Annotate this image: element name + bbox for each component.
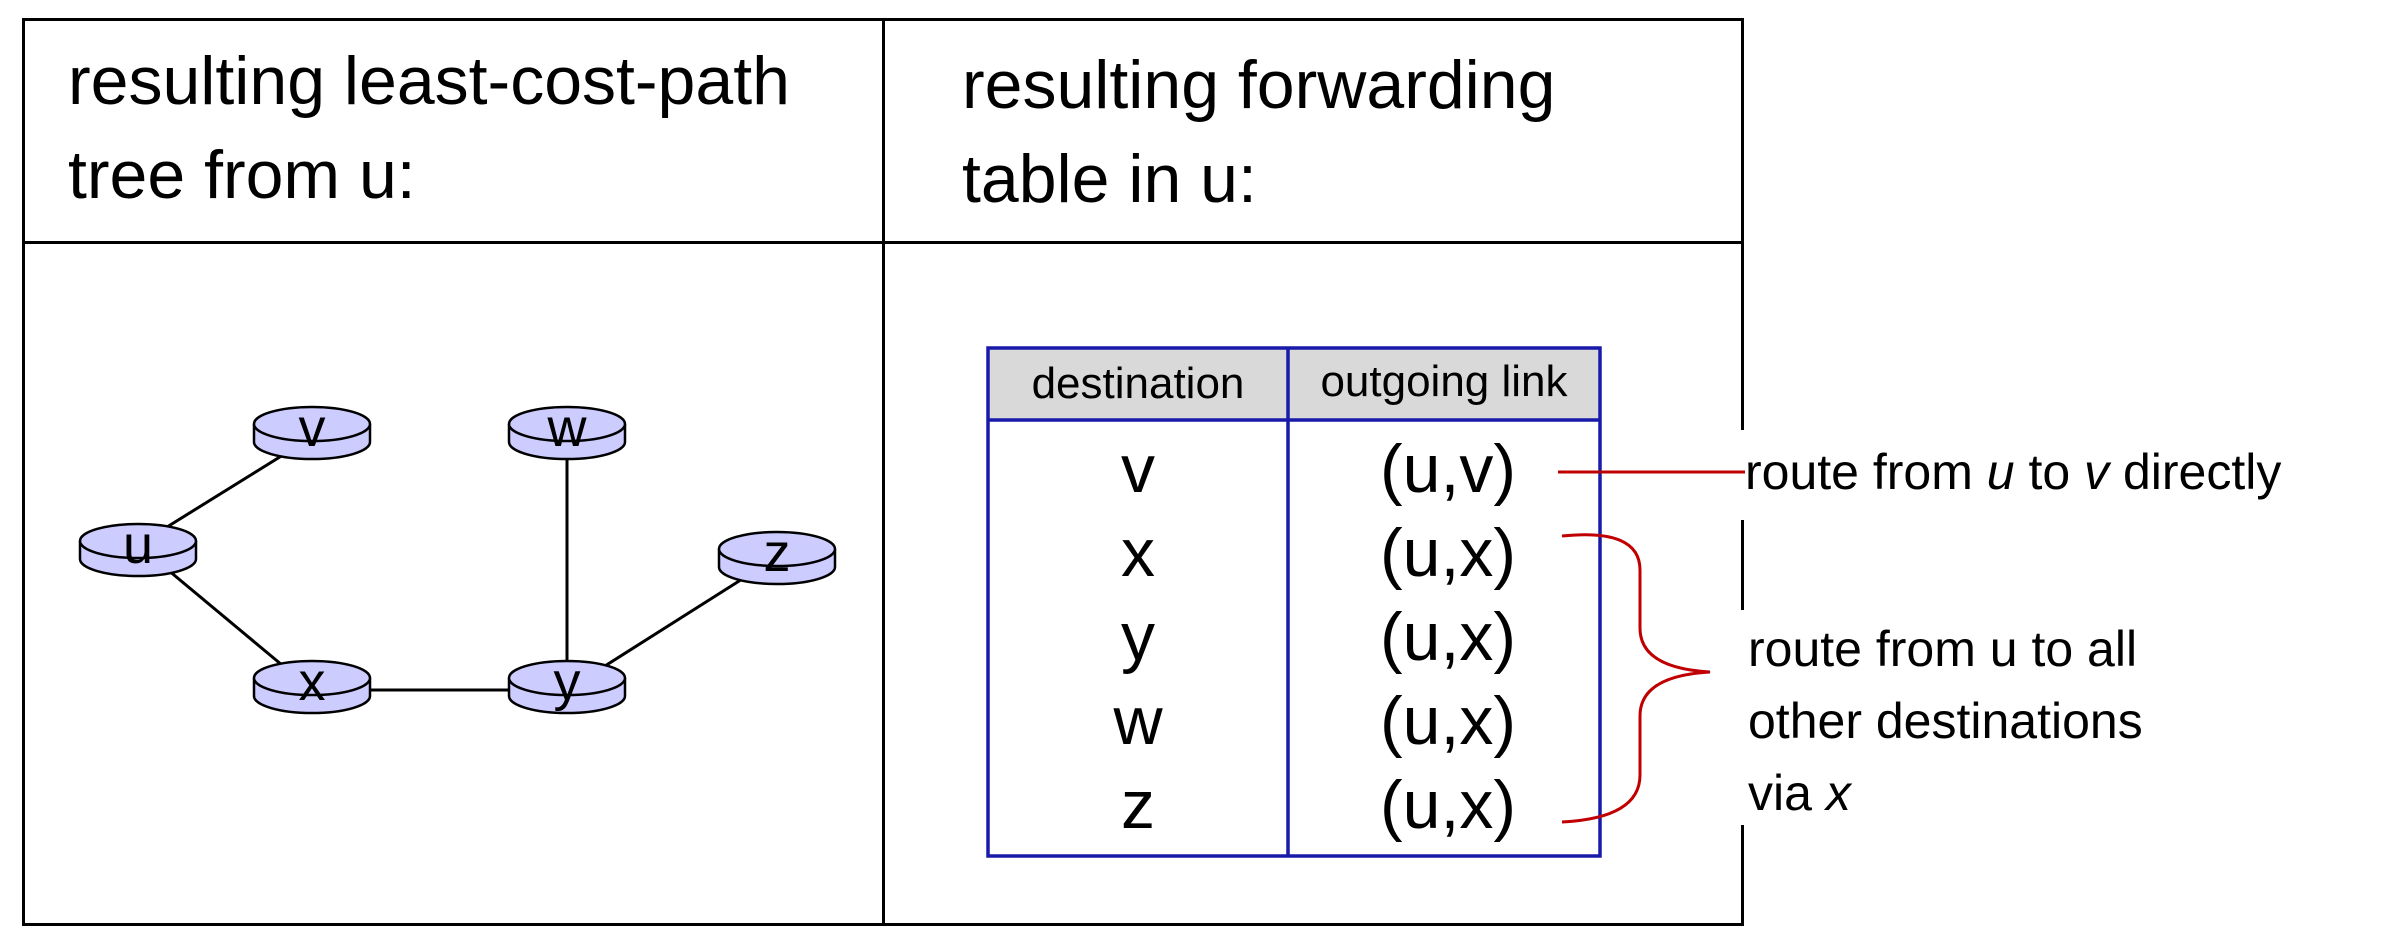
cell-destination: y <box>1121 599 1155 675</box>
via-x-line1: route from u to all <box>1748 621 2138 677</box>
node-label-y: y <box>554 652 581 712</box>
frame-center-divider <box>882 18 885 926</box>
direct-route-dest-node: v <box>2084 444 2110 500</box>
cell-destination: v <box>1121 431 1155 507</box>
cell-outgoing-link: (u,x) <box>1380 599 1516 675</box>
via-x-annotation: route from u to all other destinations v… <box>1748 613 2143 829</box>
via-x-brace <box>1561 533 1711 824</box>
direct-route-text-suffix: directly <box>2109 444 2282 500</box>
router-node-y: y <box>507 652 627 715</box>
node-label-z: z <box>764 523 791 583</box>
table-header-bg <box>988 348 1600 420</box>
node-label-w: w <box>547 398 588 458</box>
cell-outgoing-link: (u,x) <box>1380 515 1516 591</box>
left-panel-title: resulting least-cost-path tree from u: <box>68 34 790 222</box>
direct-route-annotation: route from u to v directly <box>1745 436 2281 508</box>
header-destination: destination <box>1032 359 1245 408</box>
direct-route-text-middle: to <box>2014 444 2085 500</box>
forwarding-table: destination outgoing link v (u,v) x (u,x… <box>986 346 1602 858</box>
cell-outgoing-link: (u,x) <box>1380 767 1516 843</box>
tree-edges <box>137 428 778 692</box>
via-x-node: x <box>1825 765 1851 821</box>
router-node-x: x <box>252 652 372 715</box>
table-row: w (u,x) <box>1112 683 1516 759</box>
frame-left-border <box>22 18 25 926</box>
via-x-line2: other destinations <box>1748 693 2143 749</box>
node-label-x: x <box>299 652 326 712</box>
border-gap-top <box>1740 430 1748 520</box>
right-title-line1: resulting forwarding <box>962 47 1556 123</box>
via-x-line3: via x <box>1748 757 2143 829</box>
cell-destination: w <box>1112 683 1163 759</box>
router-node-u: u <box>78 515 198 578</box>
node-label-v: v <box>299 398 326 458</box>
cell-destination: z <box>1121 767 1155 843</box>
cell-destination: x <box>1121 515 1155 591</box>
cell-outgoing-link: (u,v) <box>1380 431 1516 507</box>
right-panel-title: resulting forwarding table in u: <box>962 38 1555 226</box>
left-title-line1: resulting least-cost-path <box>68 43 790 119</box>
direct-route-text-prefix: route from <box>1745 444 1987 500</box>
right-title-line2: table in u: <box>962 141 1257 217</box>
header-outgoing-link: outgoing link <box>1320 357 1568 406</box>
border-gap-bottom <box>1740 610 1748 825</box>
header-row-divider <box>22 241 1744 244</box>
table-row: x (u,x) <box>1121 515 1516 591</box>
direct-route-source-node: u <box>1986 444 2015 500</box>
via-x-line3-prefix: via <box>1748 765 1826 821</box>
table-row: v (u,v) <box>1121 431 1516 507</box>
table-border <box>986 346 1602 858</box>
left-title-line2: tree from u: <box>68 137 416 213</box>
router-node-v: v <box>252 398 372 461</box>
table-row: z (u,x) <box>1121 767 1516 843</box>
cell-outgoing-link: (u,x) <box>1380 683 1516 759</box>
router-node-w: w <box>507 398 627 461</box>
router-node-z: z <box>717 523 837 586</box>
table-row: y (u,x) <box>1121 599 1516 675</box>
node-label-u: u <box>123 515 153 575</box>
